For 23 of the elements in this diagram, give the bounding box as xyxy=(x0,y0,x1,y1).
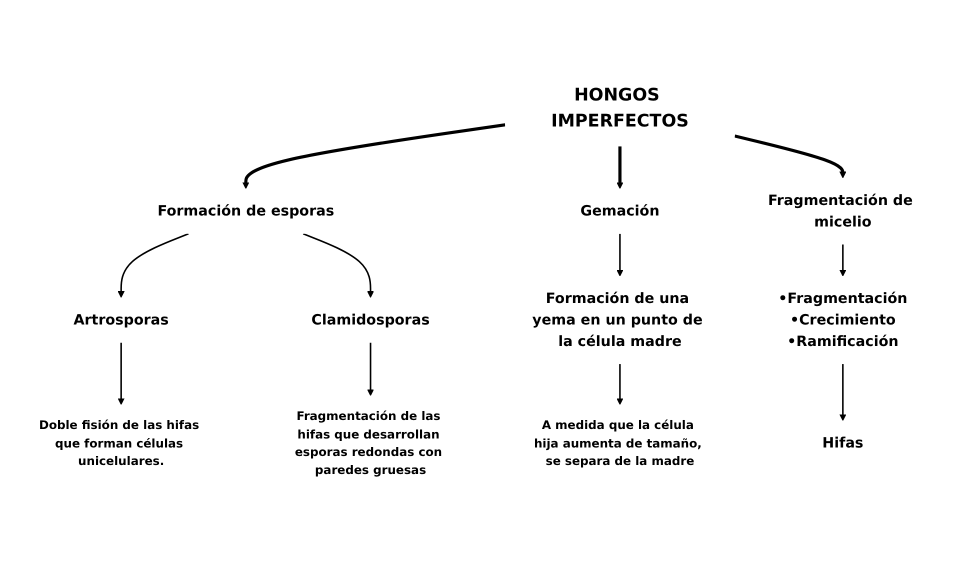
arrow xyxy=(616,364,624,405)
arrow xyxy=(302,233,374,298)
node-text: Formación de esporas xyxy=(157,202,334,220)
arrow xyxy=(118,233,189,298)
node-text: HONGOS IMPERFECTOS xyxy=(551,85,689,132)
node-text: Fragmentación de micelio xyxy=(768,192,913,230)
node-text: Hifas xyxy=(822,434,864,452)
node-text: A medida que la célula hija aumenta de tamaño, se separa de la madre xyxy=(534,418,702,468)
node-text: Doble fisión de las hifas que forman células unicelulares. xyxy=(38,418,200,468)
node-text: Artrosporas xyxy=(73,312,169,328)
node-text: •Fragmentación •Crecimiento •Ramificación xyxy=(778,290,908,350)
arrow xyxy=(839,244,846,276)
arrow xyxy=(616,146,624,189)
arrow xyxy=(734,134,846,178)
arrow xyxy=(242,123,506,189)
arrow xyxy=(616,234,624,276)
arrow xyxy=(367,342,374,396)
arrow xyxy=(118,342,125,405)
arrow xyxy=(839,364,846,421)
node-text: Formación de una yema en un punto de la célula madre xyxy=(532,290,703,350)
node-text: Fragmentación de las hifas que desarrollan esporas redondas con paredes gruesas xyxy=(294,409,442,477)
node-text: Clamidosporas xyxy=(311,312,430,328)
node-text: Gemación xyxy=(580,202,660,220)
